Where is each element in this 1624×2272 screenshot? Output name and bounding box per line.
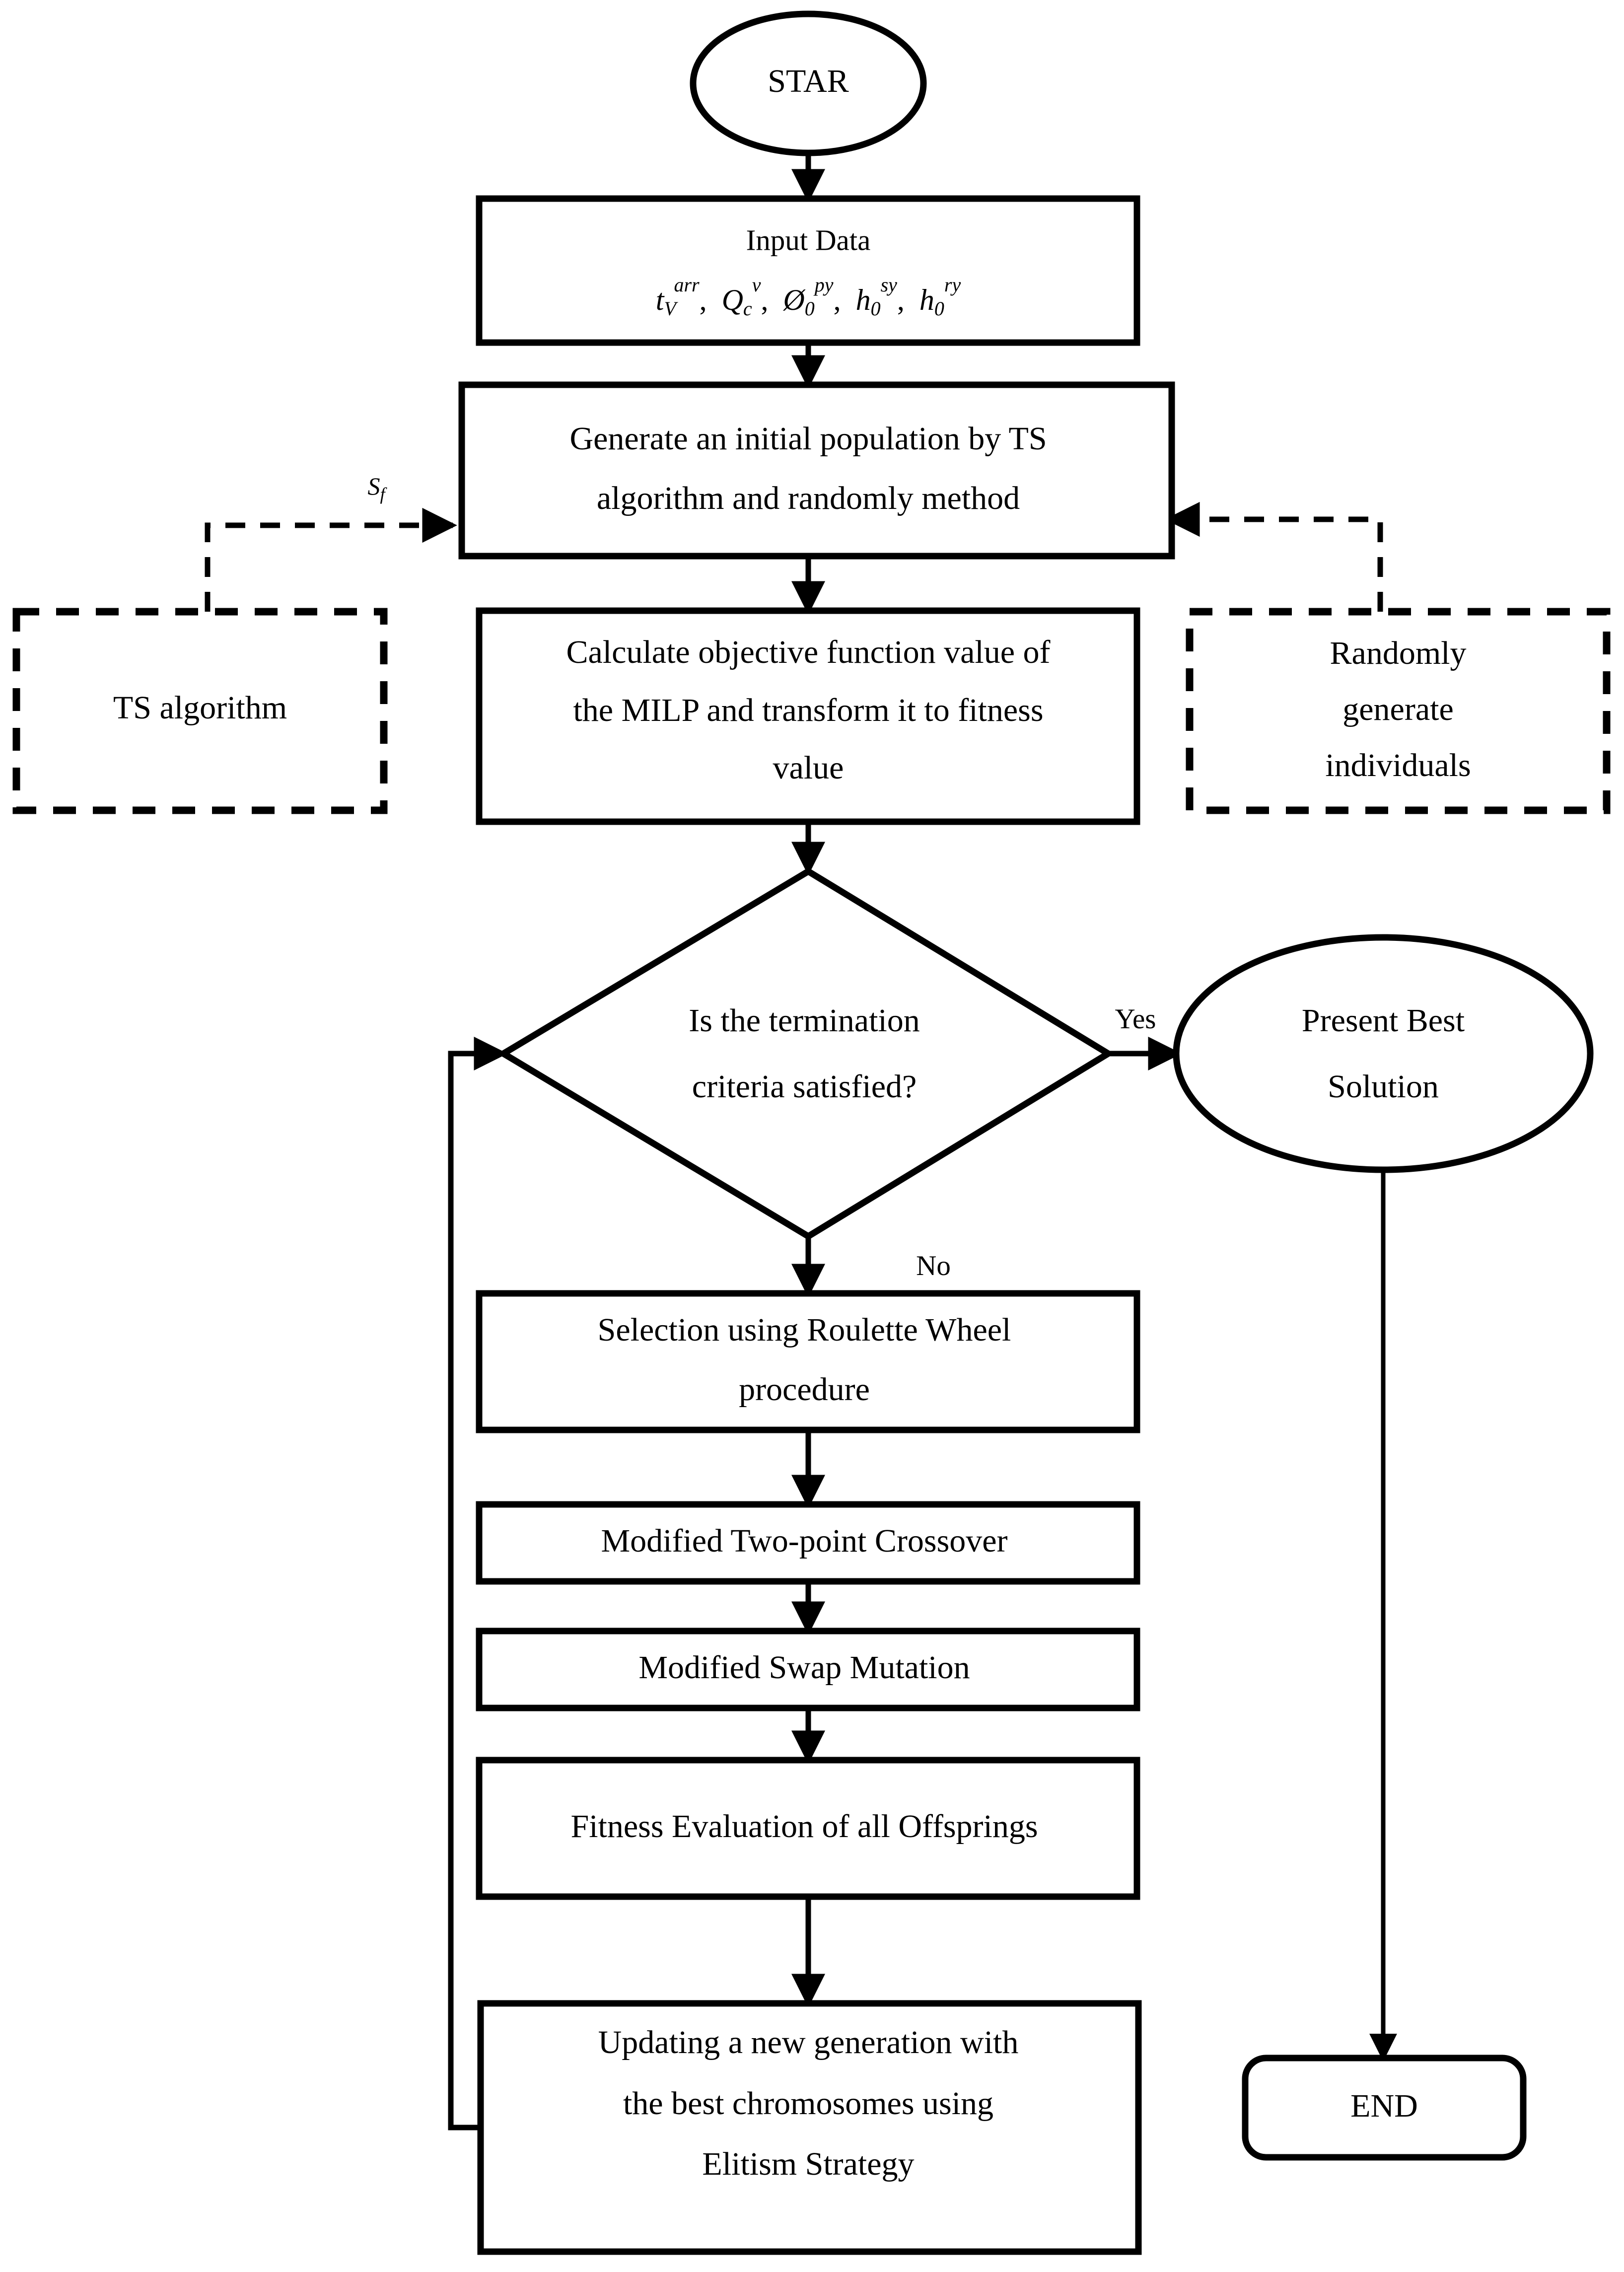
node-selection[interactable]	[476, 1290, 1140, 1433]
edge-label-no: No	[916, 1250, 951, 1281]
svg-text:tVarr, Qcv,: tVarr, Qcv, Ø0py, h0sy, h0ry	[656, 274, 961, 320]
node-randomly-generate-label-line2: generate	[1342, 691, 1454, 727]
node-present-best-solution-label-line2: Solution	[1328, 1068, 1439, 1105]
node-fitness-evaluation-label: Fitness Evaluation of all Offsprings	[570, 1808, 1038, 1845]
node-start[interactable]	[690, 10, 927, 156]
node-crossover[interactable]	[476, 1501, 1140, 1585]
node-ts-algorithm[interactable]	[12, 608, 388, 814]
node-calculate-objective-label-line1: Calculate objective function value of	[566, 634, 1051, 670]
node-ts-algorithm-label: TS algorithm	[113, 690, 287, 726]
node-updating-generation-label-line2: the best chromosomes using	[623, 2085, 993, 2122]
node-termination-decision-label-line1: Is the termination	[689, 1002, 920, 1039]
node-crossover-label: Modified Two-point Crossover	[601, 1523, 1007, 1559]
node-mutation-label: Modified Swap Mutation	[638, 1649, 970, 1686]
node-input-data-label: Input Data	[746, 224, 871, 257]
node-calculate-objective-label-line2: the MILP and transform it to fitness	[573, 692, 1043, 728]
node-generate-population[interactable]	[458, 381, 1175, 560]
node-end-label: END	[1350, 2088, 1418, 2124]
svg-text:Sf: Sf	[367, 472, 387, 504]
node-randomly-generate-label-line1: Randomly	[1330, 635, 1467, 671]
node-termination-decision[interactable]	[497, 867, 1115, 1240]
node-generate-population-label-line2: algorithm and randomly method	[597, 480, 1020, 516]
edge-randomly-dashed-to-generate	[1165, 501, 1383, 612]
node-selection-label-line2: procedure	[739, 1371, 870, 1408]
node-calculate-objective-label-line3: value	[773, 750, 844, 786]
edge-label-sf: Sf	[367, 472, 387, 504]
node-termination-decision-label-line2: criteria satisfied?	[692, 1068, 917, 1105]
node-present-best-solution-label-line1: Present Best	[1302, 1002, 1465, 1039]
node-end[interactable]	[1242, 2055, 1527, 2161]
edge-label-yes: Yes	[1115, 1003, 1156, 1035]
node-mutation[interactable]	[476, 1628, 1140, 1711]
node-generate-population-label-line1: Generate an initial population by TS	[569, 421, 1047, 457]
node-updating-generation[interactable]	[477, 2000, 1142, 2255]
node-calculate-objective[interactable]	[476, 607, 1140, 825]
node-fitness-evaluation[interactable]	[476, 1757, 1140, 1900]
edge-updating-feedback-to-decision	[448, 1036, 508, 2130]
node-randomly-generate-label-line3: individuals	[1325, 747, 1471, 783]
node-randomly-generate[interactable]	[1186, 608, 1611, 814]
node-updating-generation-label-line3: Elitism Strategy	[702, 2146, 914, 2182]
node-input-data[interactable]	[476, 195, 1140, 346]
node-present-best-solution[interactable]	[1173, 934, 1594, 1173]
node-selection-label-line1: Selection using Roulette Wheel	[598, 1312, 1011, 1348]
node-updating-generation-label-line1: Updating a new generation with	[598, 2024, 1019, 2060]
input-data-formula: tVarr, Qcv, Ø0py, h0sy, h0ry	[656, 274, 961, 320]
edge-ts-algorithm-dashed-to-generate	[205, 507, 457, 612]
node-start-label: STAR	[768, 63, 848, 99]
